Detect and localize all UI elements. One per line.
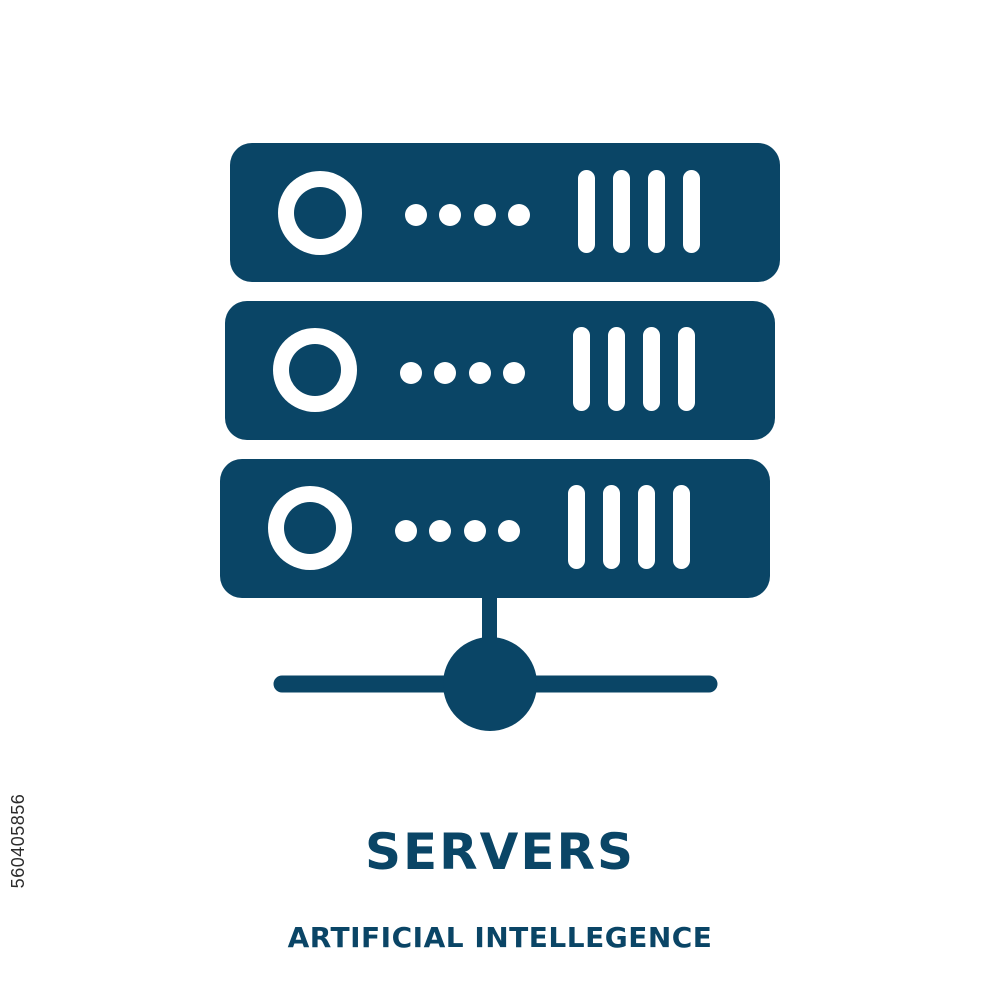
server-unit-3 <box>220 459 770 598</box>
network-node <box>443 637 537 731</box>
server-unit-3-slot-2 <box>603 485 620 569</box>
stock-id-label: 560405856 <box>8 793 28 889</box>
server-unit-2-dot-4 <box>503 362 525 384</box>
server-unit-2-slot-4 <box>678 327 695 411</box>
server-unit-2-dot-3 <box>469 362 491 384</box>
server-unit-2-slot-2 <box>608 327 625 411</box>
server-unit-1-body <box>230 143 780 282</box>
server-unit-2-power-core <box>289 344 341 396</box>
icon-category: ARTIFICIAL INTELLEGENCE <box>287 921 713 954</box>
server-unit-1-slot-2 <box>613 170 630 253</box>
server-unit-2-dot-1 <box>400 362 422 384</box>
server-unit-1-dot-2 <box>439 204 461 226</box>
server-unit-3-dot-3 <box>464 520 486 542</box>
server-unit-1 <box>230 143 780 282</box>
server-unit-3-body <box>220 459 770 598</box>
network-connector <box>273 596 718 731</box>
server-unit-1-dot-1 <box>405 204 427 226</box>
server-unit-1-dot-3 <box>474 204 496 226</box>
server-unit-2-dot-2 <box>434 362 456 384</box>
server-unit-3-dot-4 <box>498 520 520 542</box>
server-unit-3-power-core <box>284 502 336 554</box>
server-unit-2-slot-3 <box>643 327 660 411</box>
server-unit-1-slot-4 <box>683 170 700 253</box>
server-unit-2-slot-1 <box>573 327 590 411</box>
server-unit-1-dot-4 <box>508 204 530 226</box>
icon-title: SERVERS <box>364 823 636 881</box>
server-unit-3-dot-1 <box>395 520 417 542</box>
server-unit-3-slot-3 <box>638 485 655 569</box>
server-unit-1-slot-1 <box>578 170 595 253</box>
server-unit-3-dot-2 <box>429 520 451 542</box>
network-stem <box>482 596 497 646</box>
server-unit-3-slot-4 <box>673 485 690 569</box>
server-unit-3-slot-1 <box>568 485 585 569</box>
server-unit-2 <box>225 301 775 440</box>
server-unit-1-power-core <box>294 187 346 239</box>
server-unit-2-body <box>225 301 775 440</box>
server-unit-1-slot-3 <box>648 170 665 253</box>
